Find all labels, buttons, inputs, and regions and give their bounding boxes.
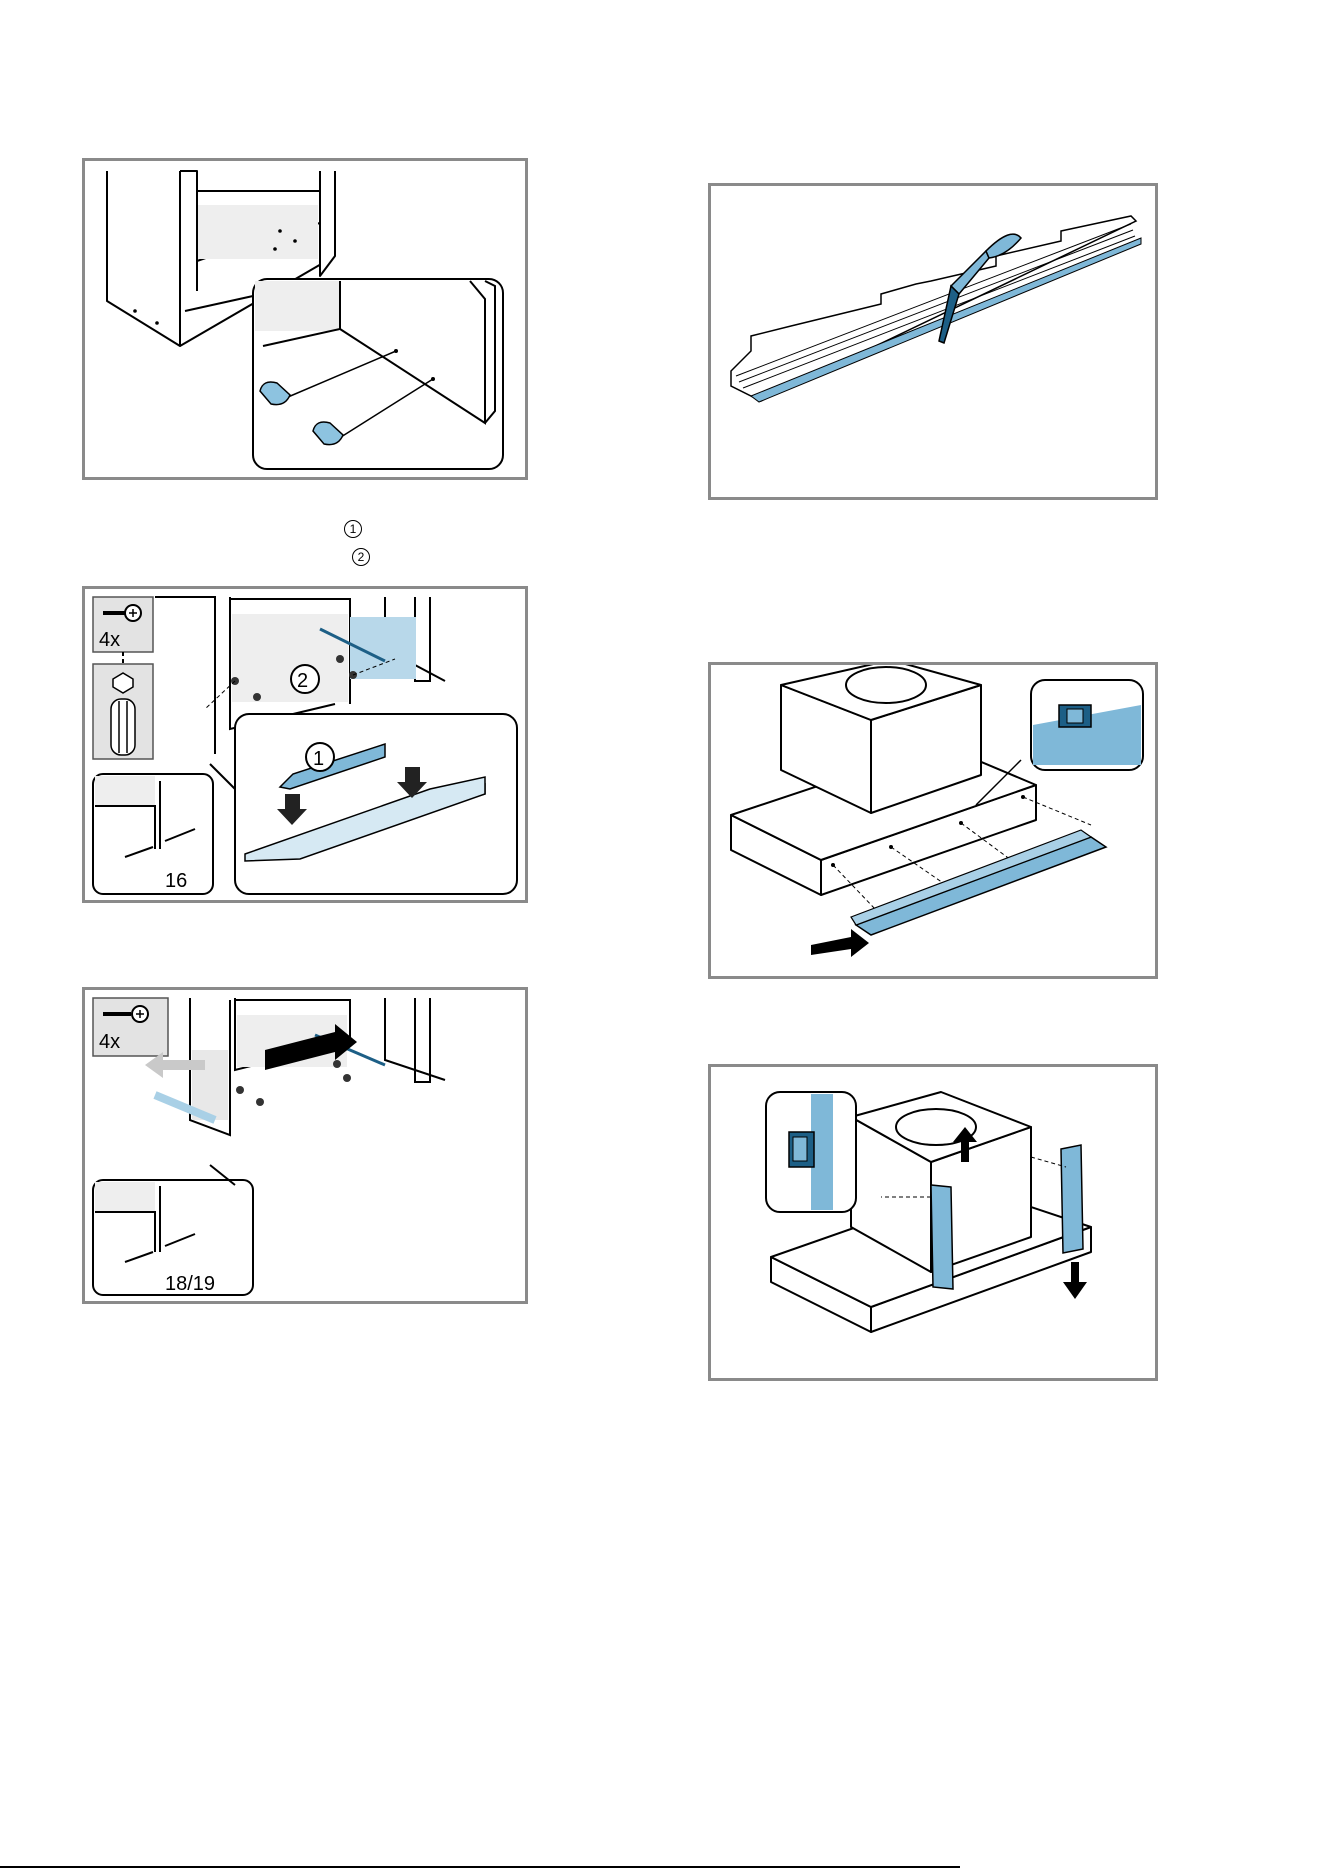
illustration-cabinet-holes (85, 161, 525, 477)
figure-strip-cutting (708, 183, 1158, 500)
callout-marker-1: 1 (313, 748, 324, 770)
figure-cabinet-holes (82, 158, 528, 480)
figure-hood-side-strips (708, 1064, 1158, 1381)
dimension-label-16: 16 (165, 870, 187, 892)
step-marker-1: 1 (344, 520, 362, 538)
figure-hood-front-strip (708, 662, 1158, 979)
illustration-hood-side-strips (711, 1067, 1155, 1378)
screw-count-label: 4x (99, 629, 120, 651)
figure-bracket-offset: 4x 18/19 (82, 987, 528, 1304)
page-footer-rule (0, 1866, 960, 1868)
callout-marker-2: 2 (297, 670, 308, 692)
illustration-hood-front-strip (711, 665, 1155, 976)
step-marker-2: 2 (352, 548, 370, 566)
illustration-bracket-fitting: 4x 2 (85, 589, 525, 900)
illustration-bracket-offset: 4x 18/19 (85, 990, 525, 1301)
dimension-label-18-19: 18/19 (165, 1273, 215, 1295)
screw-count-label: 4x (99, 1031, 120, 1053)
figure-bracket-fitting: 4x 2 (82, 586, 528, 903)
torx-screwdriver-icon (111, 673, 135, 755)
illustration-strip-cutting (711, 186, 1155, 497)
